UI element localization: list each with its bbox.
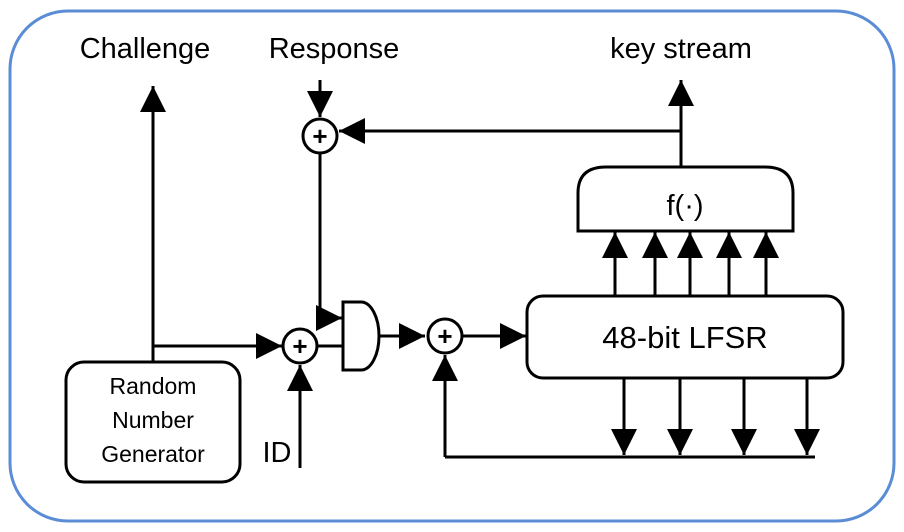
xor-response-symbol: + (312, 121, 327, 151)
f-label: f(·) (666, 190, 703, 222)
rng-line-2: Number (112, 407, 194, 433)
rng-block: Random Number Generator (64, 360, 242, 484)
lfsr-to-f-taps (602, 232, 779, 296)
rng-line-1: Random (110, 373, 197, 399)
xor-response: + (301, 117, 339, 155)
xor-feedback-symbol: + (437, 321, 452, 351)
key-stream-label: key stream (610, 33, 752, 65)
outer-frame (8, 9, 896, 523)
rng-line-3: Generator (101, 441, 205, 467)
wire-xor1-to-and (316, 153, 342, 331)
id-label: ID (263, 437, 292, 469)
and-gate (341, 300, 381, 372)
xor-feedback: + (426, 317, 464, 355)
challenge-label: Challenge (80, 33, 211, 65)
lfsr-block: 48-bit LFSR (525, 294, 845, 380)
lfsr-feedback-taps (611, 378, 820, 455)
lfsr-label: 48-bit LFSR (602, 320, 767, 355)
xor-id: + (281, 327, 319, 365)
xor-id-symbol: + (292, 331, 307, 361)
f-block: f(·) (576, 165, 795, 233)
response-label: Response (269, 33, 400, 65)
